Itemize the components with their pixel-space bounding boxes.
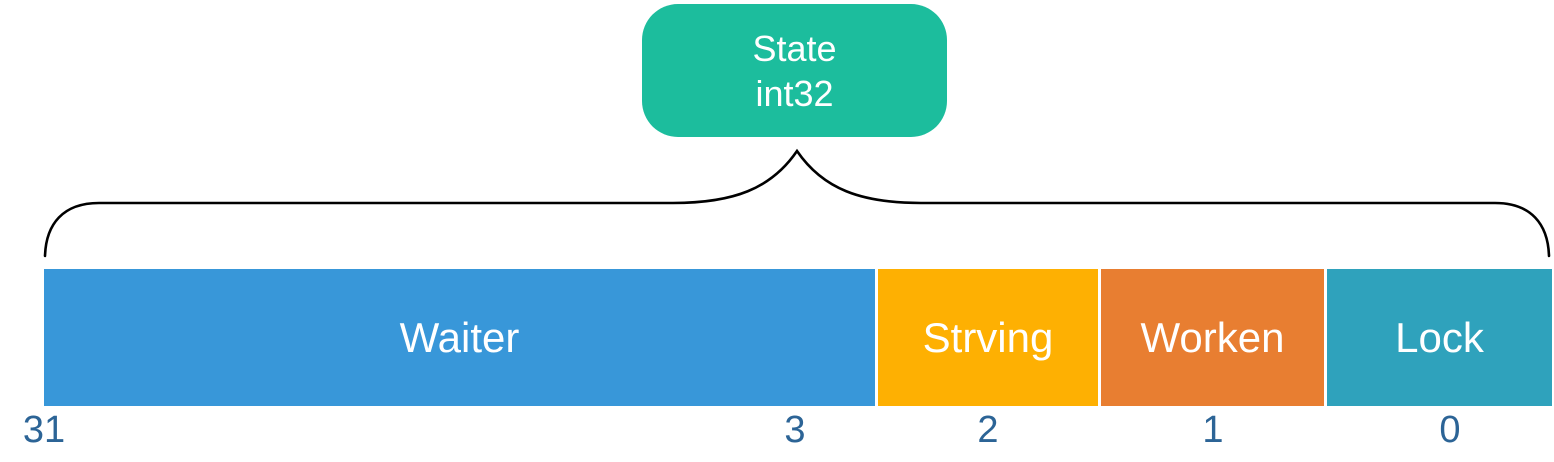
bit-index-31: 31 <box>22 409 66 451</box>
field-label-waiter: Waiter <box>399 313 520 361</box>
field-segment-strving: Strving <box>878 269 1098 406</box>
field-segment-lock: Lock <box>1327 269 1552 406</box>
field-label-strving: Strving <box>922 313 1054 361</box>
bit-index-2: 2 <box>977 409 999 451</box>
curly-brace-path <box>43 148 1551 258</box>
bit-index-3: 3 <box>784 409 806 451</box>
field-segment-waiter: Waiter <box>44 269 875 406</box>
bitfield-bar: Waiter Strving Worken Lock <box>0 269 1554 406</box>
field-segment-worken: Worken <box>1101 269 1324 406</box>
field-label-lock: Lock <box>1395 313 1484 361</box>
state-title-box: State int32 <box>642 4 947 137</box>
bit-index-0: 0 <box>1439 409 1461 451</box>
field-label-worken: Worken <box>1140 313 1285 361</box>
state-title-line2: int32 <box>755 72 834 114</box>
state-title-line1: State <box>752 27 837 69</box>
bit-index-1: 1 <box>1202 409 1224 451</box>
